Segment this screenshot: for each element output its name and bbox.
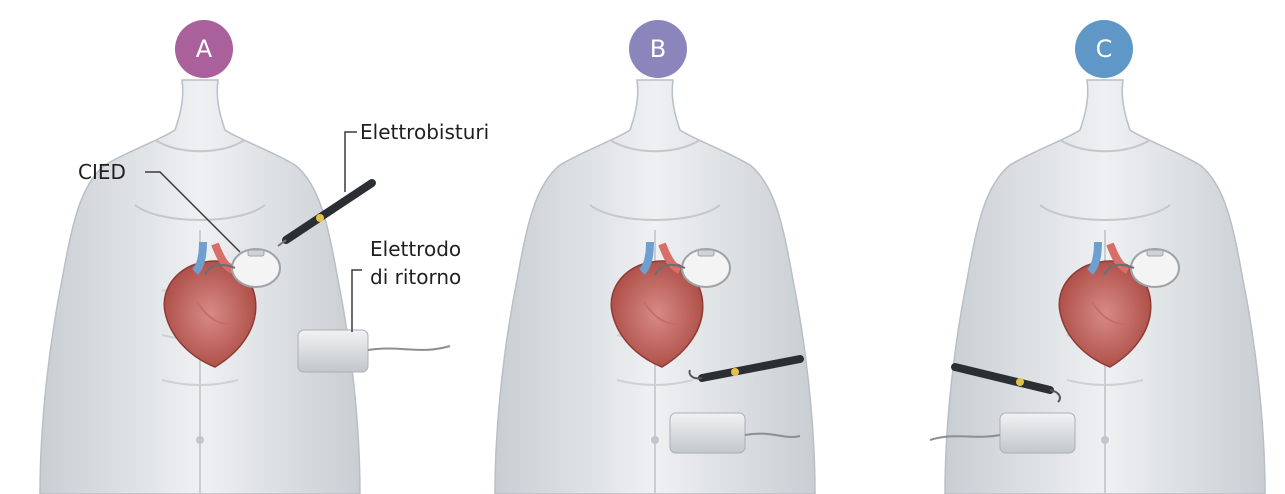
panel-badge-b: B [629,20,687,78]
return-electrode-leader-line [352,270,362,332]
cied-device-a [232,249,280,287]
return-electrode-label-line1: Elettrodo [370,236,461,263]
panel-badge-a: A [175,20,233,78]
cied-label: CIED [78,159,126,186]
return-electrode-label-line2: di ritorno [370,264,461,291]
panel-badge-c: C [1075,20,1133,78]
electroscalpel-label: Elettrobisturi [360,119,489,146]
return-electrode-pad-a [298,330,450,372]
cied-device-c [1131,249,1179,287]
electroscalpel-leader-line [345,132,357,192]
cied-device-b [682,249,730,287]
